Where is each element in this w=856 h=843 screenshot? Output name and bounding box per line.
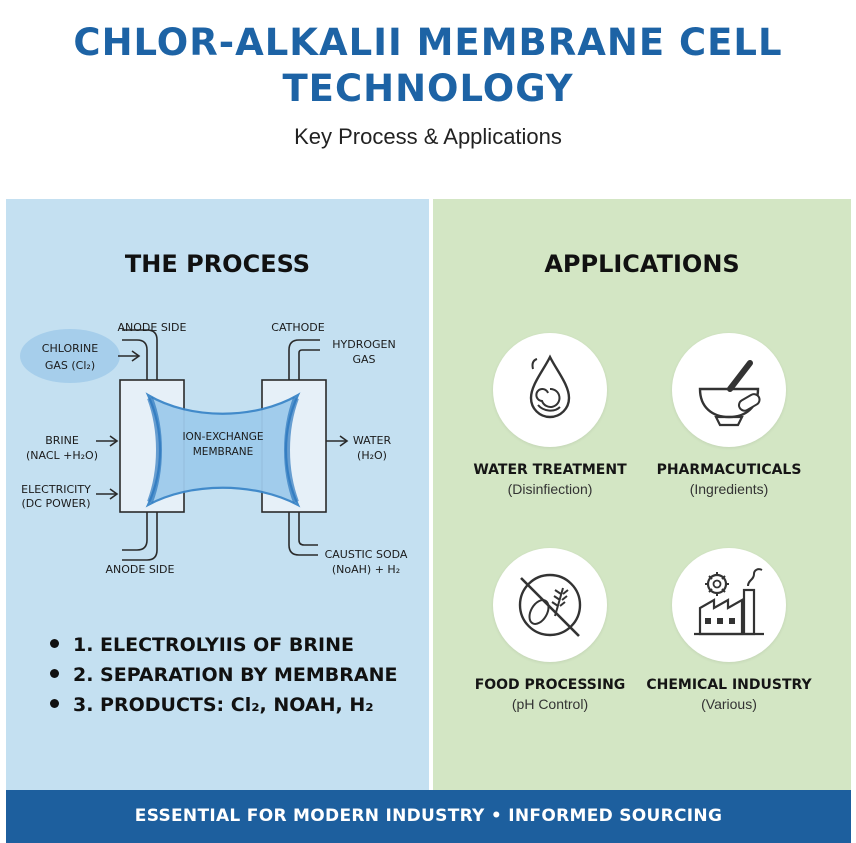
- factory-gear-icon: [672, 548, 786, 662]
- anode-drain-pipe: [122, 512, 148, 551]
- bullet-icon: [50, 699, 59, 708]
- flow-arrows: [96, 350, 349, 500]
- footer-text: ESSENTIAL FOR MODERN INDUSTRY • INFORMED…: [134, 806, 723, 826]
- step-text: 1. ELECTROLYIIS OF BRINE: [73, 634, 354, 656]
- app-name-food-processing: FOOD PROCESSING: [474, 677, 626, 693]
- cathode-label: CATHODE: [271, 321, 324, 334]
- water-label-2: (H₂O): [357, 449, 387, 462]
- list-item: 2. SEPARATION BY MEMBRANE: [50, 660, 397, 690]
- page-title-line1: CHLOR-ALKALII MEMBRANE CELL: [73, 21, 783, 64]
- app-sub-water-treatment: (Disinfiection): [507, 481, 593, 497]
- footer-banner: ESSENTIAL FOR MODERN INDUSTRY • INFORMED…: [6, 790, 851, 843]
- header: CHLOR-ALKALII MEMBRANE CELL TECHNOLOGY K…: [0, 0, 856, 196]
- app-sub-chemical-industry: (Various): [701, 696, 757, 712]
- app-name-chemical-industry: CHEMICAL INDUSTRY: [646, 677, 812, 693]
- electricity-label-1: ELECTRICITY: [21, 483, 91, 496]
- process-heading: THE PROCESS: [124, 250, 311, 278]
- page-subtitle: Key Process & Applications: [294, 124, 562, 149]
- process-panel: [6, 199, 429, 790]
- mortar-pestle-icon: [672, 333, 786, 447]
- step-text: 3. PRODUCTS: Cl₂, NOAH, H₂: [73, 694, 374, 716]
- anode-side-bottom-label: ANODE SIDE: [106, 563, 175, 576]
- page-title: CHLOR-ALKALII MEMBRANE CELL TECHNOLOGY: [0, 20, 856, 112]
- process-steps: 1. ELECTROLYIIS OF BRINE 2. SEPARATION B…: [50, 630, 397, 720]
- chlorine-label-1: CHLORINE: [42, 342, 98, 355]
- chlorine-label-2: GAS (Cl₂): [45, 359, 95, 372]
- water-label-1: WATER: [353, 434, 392, 447]
- app-name-water-treatment: WATER TREATMENT: [473, 462, 627, 478]
- app-sub-food-processing: (pH Control): [511, 696, 589, 712]
- list-item: 3. PRODUCTS: Cl₂, NOAH, H₂: [50, 690, 397, 720]
- step-text: 2. SEPARATION BY MEMBRANE: [73, 664, 398, 686]
- page-title-line2: TECHNOLOGY: [282, 67, 574, 110]
- hydrogen-label-1: HYDROGEN: [332, 338, 395, 351]
- applications-panel: [433, 199, 851, 790]
- caustic-label-1: CAUSTIC SODA: [325, 548, 408, 561]
- food-wheat-icon: [493, 548, 607, 662]
- brine-label-2: (NACL +H₂O): [26, 449, 98, 462]
- membrane-label-1: ION-EXCHANGE: [182, 431, 263, 443]
- bullet-icon: [50, 639, 59, 648]
- cathode-outlet-pipe: [288, 339, 320, 380]
- list-item: 1. ELECTROLYIIS OF BRINE: [50, 630, 397, 660]
- app-sub-pharmaceuticals: (Ingredients): [689, 481, 769, 497]
- cathode-drain-pipe: [288, 512, 318, 556]
- app-name-pharmaceuticals: PHARMACUTICALS: [656, 462, 802, 478]
- membrane-label-2: MEMBRANE: [193, 446, 254, 458]
- brine-label-1: BRINE: [45, 434, 79, 447]
- anode-side-top-label: ANODE SIDE: [118, 321, 187, 334]
- chlorine-bubble: [20, 329, 120, 383]
- caustic-label-2: (NoAH) + H₂: [332, 563, 400, 576]
- water-drop-icon: [493, 333, 607, 447]
- anode-outlet-pipe: [122, 339, 148, 380]
- applications-heading: APPLICATIONS: [544, 250, 740, 278]
- hydrogen-label-2: GAS: [352, 353, 375, 366]
- bullet-icon: [50, 669, 59, 678]
- electricity-label-2: (DC POWER): [22, 497, 91, 510]
